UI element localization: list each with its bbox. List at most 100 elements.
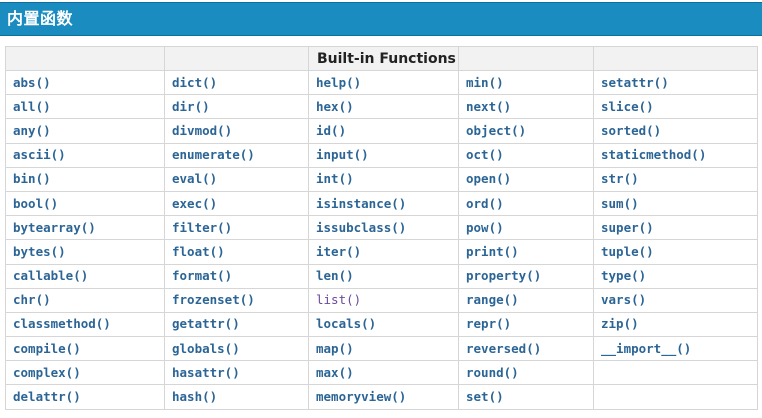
function-link-range[interactable]: range(): [466, 292, 519, 308]
function-link-memoryview[interactable]: memoryview(): [316, 389, 407, 405]
table-row: abs() dict() help() min() setattr(): [5, 69, 758, 96]
function-link-setattr[interactable]: setattr(): [601, 74, 669, 90]
header-cell-empty: [5, 46, 165, 71]
table-cell: bytearray(): [5, 215, 165, 241]
table-header-row: Built-in Functions: [5, 46, 758, 71]
function-link-import[interactable]: __import__(): [601, 340, 692, 356]
function-link-repr[interactable]: repr(): [466, 316, 512, 332]
function-link-set[interactable]: set(): [466, 389, 504, 405]
table-cell: setattr(): [593, 69, 758, 96]
function-link-oct[interactable]: oct(): [466, 147, 504, 163]
function-link-reversed[interactable]: reversed(): [466, 340, 542, 356]
table-row: bin() eval() int() open() str(): [5, 166, 758, 192]
function-link-exec[interactable]: exec(): [172, 195, 218, 211]
function-link-dict[interactable]: dict(): [172, 74, 218, 90]
table-cell: max(): [308, 360, 459, 386]
function-link-enumerate[interactable]: enumerate(): [172, 147, 255, 163]
function-link-staticmethod[interactable]: staticmethod(): [601, 147, 707, 163]
function-link-max[interactable]: max(): [316, 364, 354, 380]
function-link-complex[interactable]: complex(): [13, 364, 81, 380]
function-link-bin[interactable]: bin(): [13, 171, 51, 187]
function-link-id[interactable]: id(): [316, 122, 347, 138]
function-link-open[interactable]: open(): [466, 171, 512, 187]
function-link-vars[interactable]: vars(): [601, 292, 647, 308]
table-cell: str(): [593, 166, 758, 192]
function-link-print[interactable]: print(): [466, 243, 519, 259]
header-cell-empty: [164, 46, 309, 71]
function-link-zip[interactable]: zip(): [601, 316, 639, 332]
table-cell: vars(): [593, 287, 758, 313]
function-link-issubclass[interactable]: issubclass(): [316, 219, 407, 235]
function-link-pow[interactable]: pow(): [466, 219, 504, 235]
function-link-any[interactable]: any(): [13, 122, 51, 138]
function-link-help[interactable]: help(): [316, 74, 362, 90]
function-link-int[interactable]: int(): [316, 171, 354, 187]
function-link-list[interactable]: list(): [316, 292, 362, 308]
function-link-bytes[interactable]: bytes(): [13, 243, 66, 259]
function-link-chr[interactable]: chr(): [13, 292, 51, 308]
function-link-dir[interactable]: dir(): [172, 98, 210, 114]
function-link-sum[interactable]: sum(): [601, 195, 639, 211]
function-link-len[interactable]: len(): [316, 268, 354, 284]
function-link-hash[interactable]: hash(): [172, 389, 218, 405]
function-link-globals[interactable]: globals(): [172, 340, 240, 356]
table-cell: oct(): [458, 142, 594, 168]
function-link-map[interactable]: map(): [316, 340, 354, 356]
function-link-input[interactable]: input(): [316, 147, 369, 163]
header-cell-title: Built-in Functions: [308, 46, 459, 71]
table-cell: abs(): [5, 69, 165, 96]
function-link-iter[interactable]: iter(): [316, 243, 362, 259]
table-cell: memoryview(): [308, 384, 459, 410]
function-link-locals[interactable]: locals(): [316, 316, 377, 332]
function-link-format[interactable]: format(): [172, 268, 233, 284]
table-row: bytearray() filter() issubclass() pow() supe…: [5, 215, 758, 241]
function-link-next[interactable]: next(): [466, 98, 512, 114]
function-link-abs[interactable]: abs(): [13, 74, 51, 90]
function-link-hex[interactable]: hex(): [316, 98, 354, 114]
table-cell: super(): [593, 215, 758, 241]
table-cell: filter(): [164, 215, 309, 241]
function-link-property[interactable]: property(): [466, 268, 542, 284]
function-link-slice[interactable]: slice(): [601, 98, 654, 114]
function-link-divmod[interactable]: divmod(): [172, 122, 233, 138]
function-link-isinstance[interactable]: isinstance(): [316, 195, 407, 211]
table-cell: sum(): [593, 190, 758, 217]
function-link-filter[interactable]: filter(): [172, 219, 233, 235]
function-link-classmethod[interactable]: classmethod(): [13, 316, 111, 332]
function-link-delattr[interactable]: delattr(): [13, 389, 81, 405]
table-cell: open(): [458, 166, 594, 192]
function-link-hasattr[interactable]: hasattr(): [172, 364, 240, 380]
function-link-ascii[interactable]: ascii(): [13, 147, 66, 163]
function-link-sorted[interactable]: sorted(): [601, 122, 662, 138]
table-cell: frozenset(): [164, 287, 309, 313]
function-link-object[interactable]: object(): [466, 122, 527, 138]
function-link-super[interactable]: super(): [601, 219, 654, 235]
function-link-min[interactable]: min(): [466, 74, 504, 90]
function-link-callable[interactable]: callable(): [13, 268, 89, 284]
function-link-frozenset[interactable]: frozenset(): [172, 292, 255, 308]
function-link-type[interactable]: type(): [601, 268, 647, 284]
table-cell: chr(): [5, 287, 165, 313]
table-row: bool() exec() isinstance() ord() sum(): [5, 190, 758, 217]
function-link-eval[interactable]: eval(): [172, 171, 218, 187]
table-row: any() divmod() id() object() sorted(): [5, 118, 758, 144]
function-link-round[interactable]: round(): [466, 364, 519, 380]
table-cell: hasattr(): [164, 360, 309, 386]
table-body: abs() dict() help() min() setattr() all() dir(…: [5, 69, 758, 410]
function-link-bytearray[interactable]: bytearray(): [13, 219, 96, 235]
function-link-ord[interactable]: ord(): [466, 195, 504, 211]
table-cell: repr(): [458, 311, 594, 338]
function-link-tuple[interactable]: tuple(): [601, 243, 654, 259]
function-link-str[interactable]: str(): [601, 171, 639, 187]
table-cell: classmethod(): [5, 311, 165, 338]
function-link-float[interactable]: float(): [172, 243, 225, 259]
table-cell: __import__(): [593, 336, 758, 362]
function-link-bool[interactable]: bool(): [13, 195, 59, 211]
table-cell: complex(): [5, 360, 165, 386]
function-link-getattr[interactable]: getattr(): [172, 316, 240, 332]
function-link-compile[interactable]: compile(): [13, 340, 81, 356]
table-cell: enumerate(): [164, 142, 309, 168]
function-link-all[interactable]: all(): [13, 98, 51, 114]
table-cell: any(): [5, 118, 165, 144]
